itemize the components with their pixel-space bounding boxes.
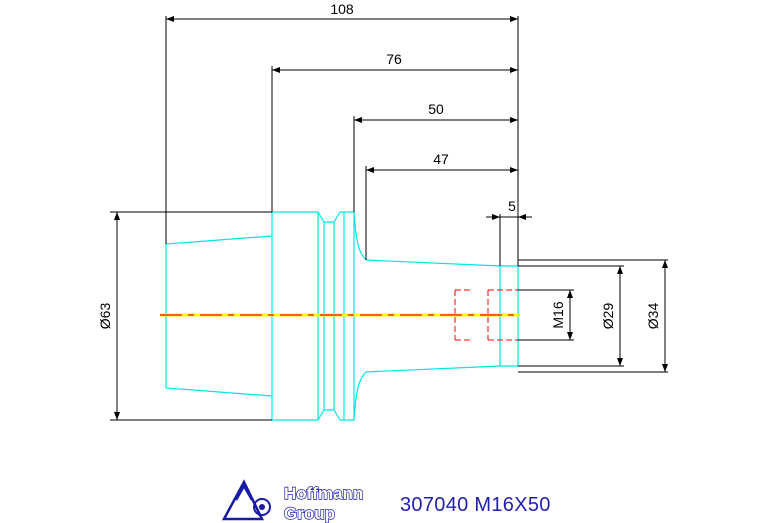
thread-hidden-lines bbox=[454, 289, 518, 341]
dim-diameter-29: Ø29 bbox=[600, 303, 616, 330]
flange-groove bbox=[317, 211, 341, 421]
part-number-label: 307040 M16X50 bbox=[400, 494, 551, 516]
hoffmann-logo: Hoffmann Group bbox=[221, 479, 364, 523]
neck bbox=[353, 211, 367, 421]
logo-gear-icon bbox=[253, 498, 271, 516]
dimension-arrows bbox=[114, 16, 668, 420]
logo-mark-icon bbox=[221, 479, 264, 521]
dim-overall-length: 108 bbox=[330, 1, 354, 17]
dim-length-76: 76 bbox=[386, 51, 402, 67]
dim-thread-depth: 5 bbox=[508, 198, 516, 214]
dim-diameter-34: Ø34 bbox=[645, 303, 661, 330]
logo-text-line1: Hoffmann bbox=[284, 484, 363, 503]
dimension-lines bbox=[110, 16, 668, 421]
logo-text-line2: Group bbox=[284, 504, 335, 523]
dim-thread-m16: M16 bbox=[550, 301, 566, 328]
dim-diameter-63: Ø63 bbox=[97, 303, 113, 330]
dim-length-47: 47 bbox=[433, 151, 449, 167]
dim-length-50: 50 bbox=[428, 101, 444, 117]
